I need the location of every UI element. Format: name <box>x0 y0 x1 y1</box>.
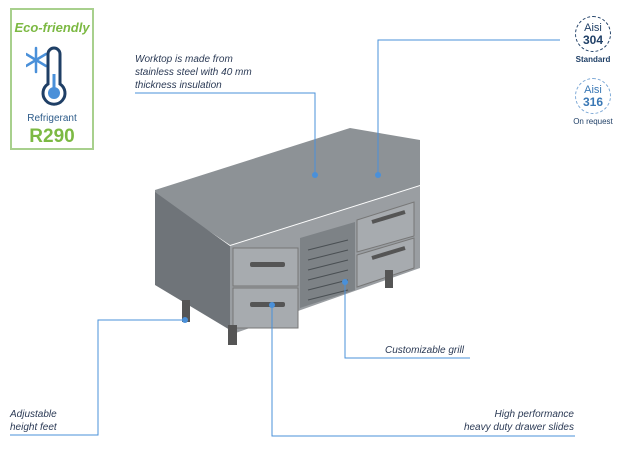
grill-dot <box>342 279 348 285</box>
callout-line: height feet <box>10 422 57 433</box>
aisi-304-caption: Standard <box>575 55 611 64</box>
aisi-304-badge: Aisi 304 <box>575 16 611 52</box>
feet-callout: Adjustable height feet <box>10 408 57 434</box>
feet-dot <box>182 317 188 323</box>
refrigerant-label: Refrigerant <box>27 113 77 124</box>
badge-prefix: Aisi <box>584 84 602 96</box>
callout-line: stainless steel with 40 mm <box>135 67 252 78</box>
slides-dot <box>269 302 275 308</box>
callout-line: Adjustable <box>10 409 57 420</box>
grill-callout: Customizable grill <box>385 345 464 356</box>
worktop-callout: Worktop is made from stainless steel wit… <box>135 53 252 92</box>
slides-callout: High performance heavy duty drawer slide… <box>464 408 574 434</box>
aisi-316-badge: Aisi 316 <box>575 78 611 114</box>
callout-line: Worktop is made from <box>135 54 233 65</box>
worktop-dot <box>312 172 318 178</box>
aisi-316-caption: On request <box>573 117 613 126</box>
badge-grade: 316 <box>582 95 604 109</box>
callout-lines <box>10 39 575 437</box>
steel-dot <box>375 172 381 178</box>
badge-grade: 304 <box>582 33 604 47</box>
eco-friendly-badge: Eco-friendly Refrigerant R290 <box>10 8 94 150</box>
thermometer-snowflake-icon <box>26 46 67 106</box>
callout-line: thickness insulation <box>135 80 222 91</box>
callout-line: heavy duty drawer slides <box>463 422 574 433</box>
undercounter-refrigerator <box>155 128 420 345</box>
refrigerant-value: R290 <box>29 126 75 147</box>
badge-prefix: Aisi <box>584 22 602 34</box>
callout-line: High performance <box>494 409 574 420</box>
eco-title: Eco-friendly <box>14 20 90 35</box>
